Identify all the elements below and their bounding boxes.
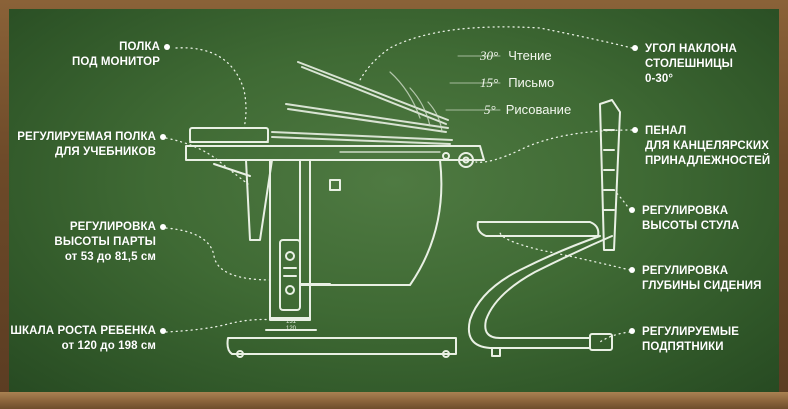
tabletop	[185, 145, 485, 168]
leader-desk-height	[165, 227, 273, 281]
label-dot-tilt-angle	[632, 45, 638, 51]
tabletop-tilt-lines	[271, 61, 453, 145]
label-dot-pencil-case	[632, 127, 638, 133]
angle-reading-degree: 30°	[480, 48, 499, 63]
label-growth-scale: ШКАЛА РОСТА РЕБЕНКА от 120 до 198 см	[10, 325, 156, 352]
leader-seat-depth	[499, 231, 631, 271]
label-dot-desk-height	[160, 224, 166, 230]
label-dot-chair-height	[629, 207, 635, 213]
under-desk-panel	[299, 159, 443, 286]
desk-base	[226, 329, 457, 358]
label-chair-height: РЕГУЛИРОВКА ВЫСОТЫ СТУЛА	[642, 205, 740, 232]
angle-writing-degree: 15°	[480, 75, 499, 90]
leader-growth-scale	[165, 318, 275, 333]
leader-tilt-angle	[359, 26, 633, 81]
label-textbook-shelf: РЕГУЛИРУЕМАЯ ПОЛКА ДЛЯ УЧЕБНИКОВ	[17, 131, 156, 158]
angle-writing-name: Письмо	[508, 75, 555, 90]
label-dot-monitor-shelf	[164, 44, 170, 50]
scale-mark-131: 131	[286, 319, 297, 325]
leader-pencil-case	[475, 129, 633, 163]
label-dot-growth-scale	[160, 328, 166, 334]
label-feet: РЕГУЛИРУЕМЫЕ ПОДПЯТНИКИ	[642, 326, 739, 353]
desk-leg-left	[269, 159, 311, 321]
monitor-shelf	[189, 127, 269, 143]
label-pencil-case: ПЕНАЛ ДЛЯ КАНЦЕЛЯРСКИХ ПРИНАДЛЕЖНОСТЕЙ	[645, 125, 771, 167]
label-seat-depth: РЕГУЛИРОВКА ГЛУБИНЫ СИДЕНИЯ	[642, 265, 762, 292]
angle-drawing: 5° Рисование	[484, 102, 571, 118]
angle-reading-name: Чтение	[508, 48, 552, 63]
label-desk-height: РЕГУЛИРОВКА ВЫСОТЫ ПАРТЫ от 53 до 81,5 с…	[54, 221, 156, 263]
chair	[468, 99, 621, 357]
label-tilt-angle: УГОЛ НАКЛОНА СТОЛЕШНИЦЫ 0-30°	[645, 43, 737, 85]
leader-monitor-shelf	[175, 47, 247, 129]
leader-feet	[599, 331, 631, 343]
scale-mark-120: 120	[286, 326, 297, 332]
label-monitor-shelf: ПОЛКА ПОД МОНИТОР	[72, 41, 160, 68]
leader-chair-height	[611, 187, 631, 211]
leader-textbook-shelf	[165, 137, 249, 185]
angle-writing: 15° Письмо	[480, 75, 554, 91]
label-dot-textbook-shelf	[160, 134, 166, 140]
label-dot-seat-depth	[629, 267, 635, 273]
angle-drawing-degree: 5°	[484, 102, 496, 117]
angle-reading: 30° Чтение	[480, 48, 552, 64]
angle-drawing-name: Рисование	[505, 102, 572, 117]
angle-arcs	[389, 71, 443, 133]
label-dot-feet	[629, 328, 635, 334]
chalk-ledge	[0, 392, 788, 409]
blackboard	[9, 9, 779, 393]
textbook-shelf	[213, 159, 273, 241]
